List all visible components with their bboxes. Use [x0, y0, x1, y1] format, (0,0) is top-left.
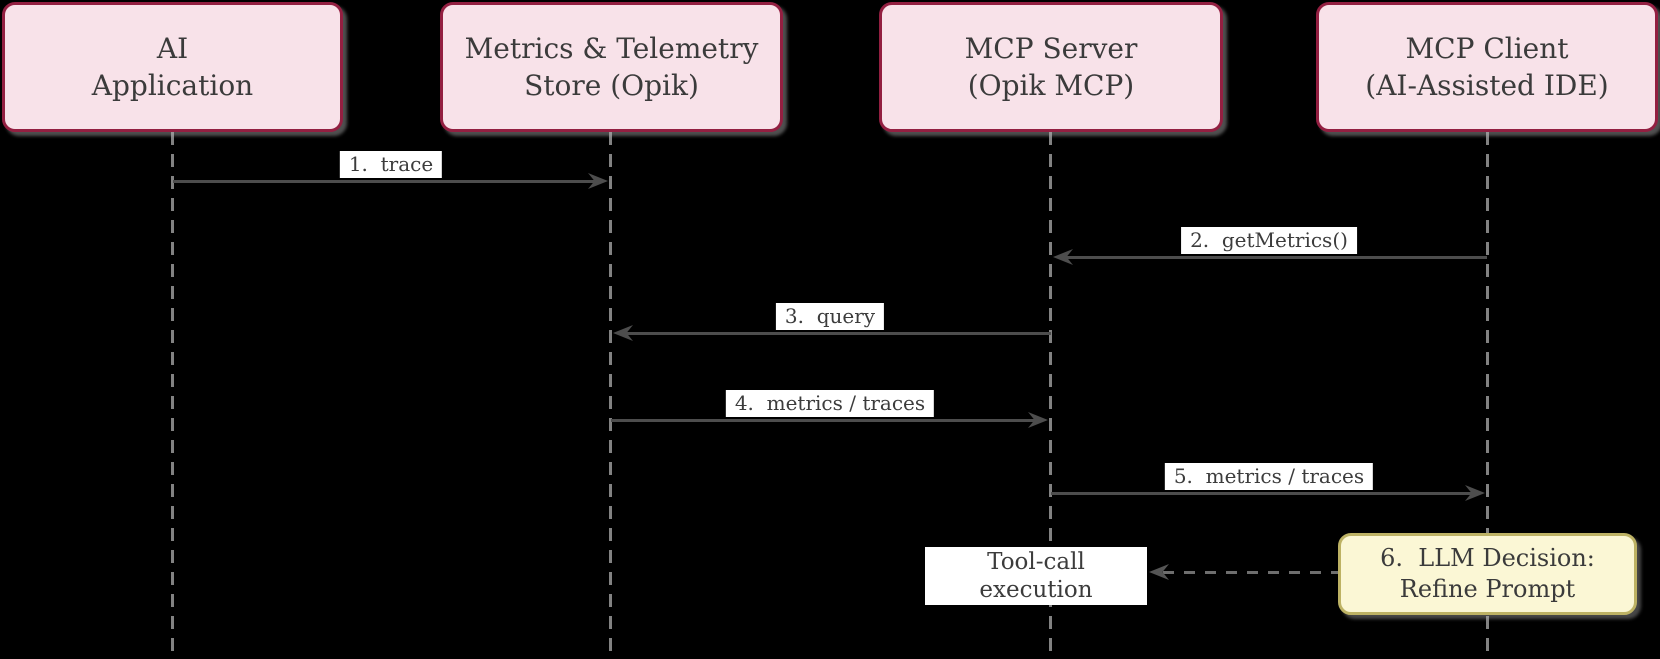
arrowhead-left-icon	[613, 325, 633, 341]
lifeline-metrics-telemetry-store	[609, 132, 612, 659]
message-5-label: 5. metrics / traces	[1164, 463, 1374, 490]
note-label: Refine Prompt	[1399, 575, 1576, 603]
message-4-label: 4. metrics / traces	[725, 390, 935, 417]
arrowhead-right-icon	[588, 173, 608, 189]
actor-mcp-client: MCP Client (AI-Assisted IDE)	[1316, 2, 1658, 132]
actor-metrics-telemetry-store: Metrics & Telemetry Store (Opik)	[440, 2, 783, 132]
actor-label: (AI-Assisted IDE)	[1365, 69, 1609, 102]
actor-label: (Opik MCP)	[967, 69, 1135, 102]
actor-label: Application	[91, 69, 254, 102]
message-3-line	[625, 332, 1051, 335]
note-label: 6. LLM Decision:	[1380, 544, 1595, 572]
message-3-label: 3. query	[775, 303, 885, 330]
execution-box-label: execution	[979, 577, 1093, 603]
arrowhead-right-icon	[1465, 485, 1485, 501]
message-4-line	[611, 419, 1040, 422]
message-5-line	[1051, 492, 1477, 495]
actor-label: MCP Server	[964, 32, 1138, 65]
execution-box: Tool-call execution	[925, 547, 1147, 605]
note-arrow-line	[1163, 571, 1338, 574]
actor-label: MCP Client	[1405, 32, 1569, 65]
lifeline-mcp-server	[1049, 132, 1052, 659]
lifeline-ai-application	[171, 132, 174, 659]
message-1-label: 1. trace	[339, 151, 443, 178]
arrowhead-left-icon	[1053, 249, 1073, 265]
actor-label: AI	[156, 32, 189, 65]
message-2-label: 2. getMetrics()	[1181, 227, 1357, 254]
actor-ai-application: AI Application	[2, 2, 343, 132]
actor-label: Store (Opik)	[524, 69, 699, 102]
note-llm-decision: 6. LLM Decision: Refine Prompt	[1338, 533, 1637, 615]
lifeline-mcp-client	[1486, 132, 1489, 659]
arrowhead-left-icon	[1149, 564, 1169, 580]
message-1-line	[173, 180, 598, 183]
actor-label: Metrics & Telemetry	[464, 32, 759, 65]
arrowhead-right-icon	[1028, 412, 1048, 428]
execution-box-label: Tool-call	[987, 549, 1085, 575]
message-2-line	[1065, 256, 1487, 259]
actor-mcp-server: MCP Server (Opik MCP)	[879, 2, 1223, 132]
